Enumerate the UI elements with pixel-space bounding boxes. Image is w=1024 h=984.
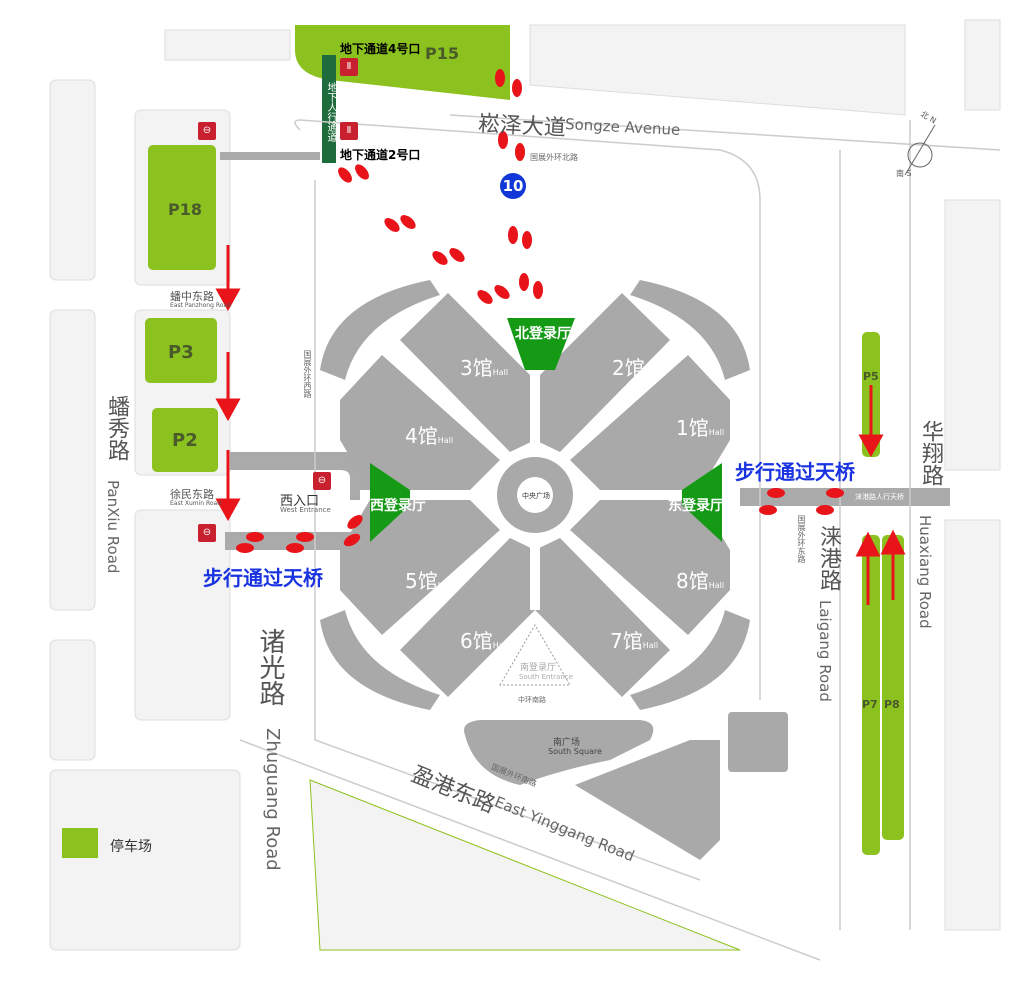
- legend-parking-label: 停车场: [110, 839, 152, 855]
- road-laigang-cn: 涞港路: [816, 525, 841, 591]
- road-south-middle-ring: 中环南路: [518, 696, 546, 704]
- underground-exit-2: 地下通道2号口: [340, 148, 421, 162]
- west-entrance-en: West Entrance: [280, 506, 331, 514]
- parking-p5: P5: [863, 370, 879, 383]
- road-huaxiang-cn: 华翔路: [918, 420, 943, 486]
- south-square-label: 南广场: [553, 738, 581, 748]
- west-registration[interactable]: 西登录厅: [370, 498, 426, 514]
- metro-icon: Ⅱ: [340, 58, 358, 76]
- footprints: [236, 69, 844, 553]
- road-songze-cn: 崧泽大道: [477, 111, 567, 142]
- parking-p8: P8: [884, 698, 900, 711]
- metro-icon: ⊖: [198, 524, 216, 542]
- metro-icon: ⊖: [313, 472, 331, 490]
- laigang-bridge-label: 涞港路人行天桥: [855, 493, 904, 501]
- road-panzhong: 蟠中东路: [170, 290, 214, 303]
- road-panzhong-en: East Panzhong Road: [170, 302, 231, 309]
- road-xumin-en: East Xumin Road: [170, 500, 222, 507]
- south-square-en: South Square: [548, 747, 602, 756]
- parking-p15: P15: [425, 44, 459, 63]
- south-registration[interactable]: 南登录厅: [520, 663, 557, 673]
- underground-passage: [322, 55, 336, 163]
- north-registration[interactable]: 北登录厅: [515, 326, 571, 342]
- road-west-ring: 国展外环西路: [303, 350, 312, 398]
- central-square-label: 中央广场: [522, 492, 550, 500]
- compass-icon: [904, 124, 936, 176]
- hall-3[interactable]: 3馆Hall: [460, 356, 509, 380]
- hall-1[interactable]: 1馆Hall: [676, 416, 725, 440]
- hall-4[interactable]: 4馆Hall: [405, 424, 454, 448]
- road-panxiu-en: PanXiu Road: [104, 480, 122, 574]
- metro-icon: Ⅱ: [340, 122, 358, 140]
- exhibition-halls: [340, 293, 730, 697]
- parking-p2: P2: [172, 430, 198, 451]
- road-panxiu-cn: 蟠秀路: [104, 395, 129, 461]
- walk-bridge-label-east: 步行通过天桥: [735, 460, 855, 484]
- hall-6[interactable]: 6馆Hall: [460, 629, 509, 653]
- parking-p7: P7: [862, 698, 878, 711]
- road-laigang-en: Laigang Road: [816, 600, 834, 702]
- west-entrance-label: 西入口: [280, 494, 320, 509]
- hall-5[interactable]: 5馆Hall: [405, 569, 454, 593]
- parking-p3: P3: [168, 342, 194, 363]
- hall-2[interactable]: 2馆Hall: [612, 356, 661, 380]
- south-registration-en: South Entrance: [519, 673, 573, 681]
- hall-7[interactable]: 7馆Hall: [610, 629, 659, 653]
- compass-south: 南 S: [896, 169, 912, 178]
- road-zhuguang-en: Zhuguang Road: [262, 728, 283, 871]
- bus-stop-10-badge: 10: [500, 173, 526, 199]
- metro-icon: ⊖: [198, 122, 216, 140]
- hall-8[interactable]: 8馆Hall: [676, 569, 725, 593]
- road-north-ring: 国展外环北路: [530, 153, 578, 162]
- east-registration[interactable]: 东登录厅: [668, 498, 724, 514]
- road-east-ring: 国展外环东路: [797, 515, 806, 563]
- road-zhuguang-cn: 诸光路: [255, 628, 285, 706]
- road-xumin: 徐民东路: [170, 488, 214, 501]
- parking-p18: P18: [168, 200, 202, 219]
- underground-passage-label: 地下人行通道: [325, 82, 336, 142]
- road-huaxiang-en: Huaxiang Road: [916, 515, 934, 629]
- underground-exit-4: 地下通道4号口: [340, 42, 421, 56]
- walk-bridge-label-west: 步行通过天桥: [203, 566, 323, 590]
